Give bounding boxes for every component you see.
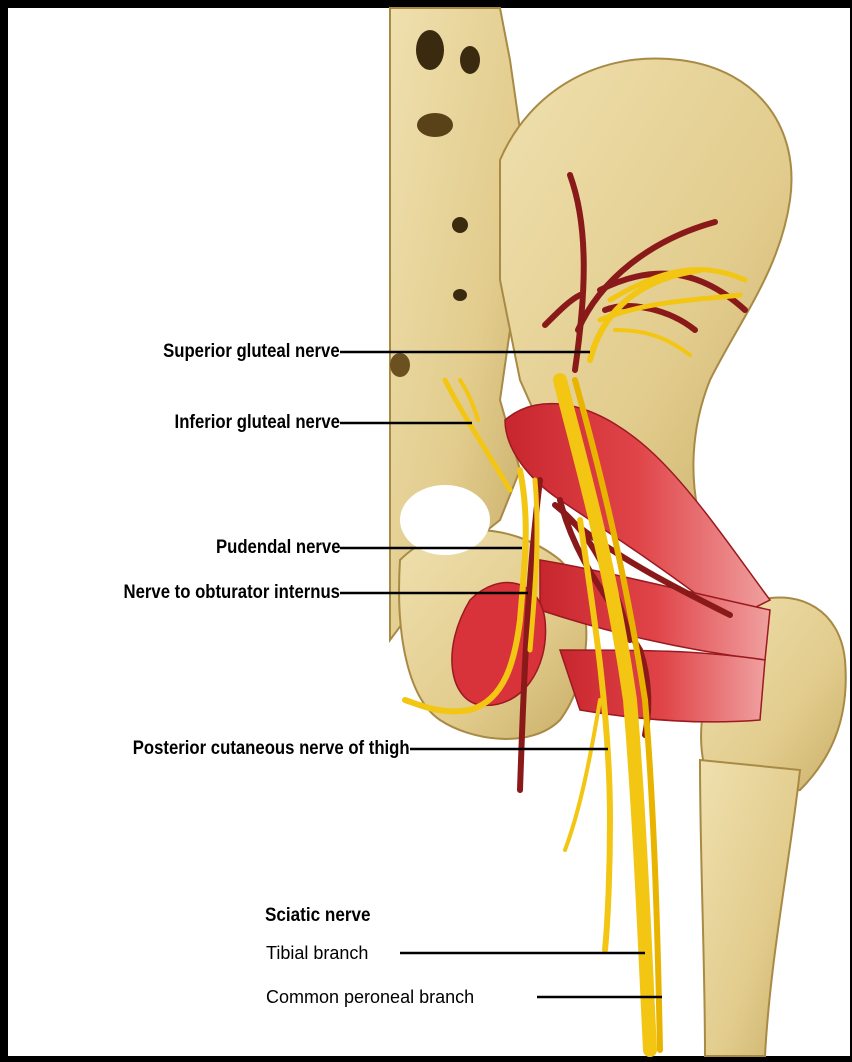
label-sciatic-nerve: Sciatic nerve [265,906,371,925]
label-pudendal-nerve: Pudendal nerve [215,538,340,557]
label-superior-gluteal-nerve: Superior gluteal nerve [163,342,340,361]
label-tibial-branch: Tibial branch [266,944,368,962]
label-inferior-gluteal-nerve: Inferior gluteal nerve [175,413,340,432]
label-nerve-to-obturator-internus: Nerve to obturator internus [124,583,340,602]
label-common-peroneal-branch: Common peroneal branch [266,988,474,1006]
label-posterior-cutaneous-nerve: Posterior cutaneous nerve of thigh [133,739,410,758]
